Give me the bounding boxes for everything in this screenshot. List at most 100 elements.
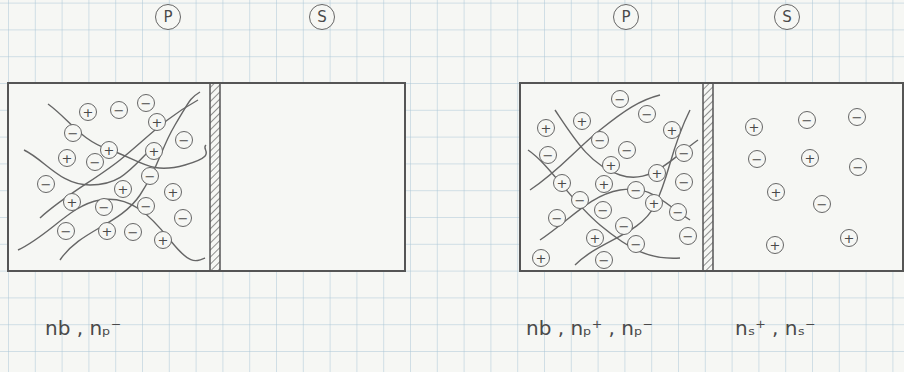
charge-sign: + — [104, 144, 115, 157]
ion-symbol: + — [537, 119, 555, 137]
compartment-letter: P — [621, 10, 630, 25]
compartment-tag: S — [774, 4, 800, 30]
polymer-chain — [60, 92, 200, 260]
compartment-letter: P — [163, 10, 172, 25]
charge-sign: + — [168, 186, 179, 199]
compartment-letter: S — [782, 10, 792, 25]
charge-sign: + — [62, 152, 73, 165]
polymer-chain — [528, 150, 680, 258]
ion-symbol: − — [137, 197, 155, 215]
ion-symbol: − — [675, 144, 693, 162]
ion-symbol: − — [141, 167, 159, 185]
ion-symbol: − — [615, 217, 633, 235]
charge-sign: + — [590, 232, 601, 245]
charge-sign: − — [619, 220, 630, 233]
ion-symbol: − — [611, 90, 629, 108]
ion-symbol: − — [848, 108, 866, 126]
ion-symbol: − — [137, 94, 155, 112]
ion-symbol: + — [595, 175, 613, 193]
charge-sign: − — [90, 156, 101, 169]
concentration-label: nb , nₚ⁺ , nₚ⁻ — [526, 316, 653, 340]
charge-sign: − — [575, 194, 586, 207]
compartment-tag: P — [613, 4, 639, 30]
charge-sign: + — [770, 239, 781, 252]
ion-symbol: − — [595, 251, 613, 269]
charge-sign: + — [67, 196, 78, 209]
charge-sign: − — [543, 149, 554, 162]
ion-symbol: + — [154, 231, 172, 249]
charge-sign: + — [152, 116, 163, 129]
charge-sign: + — [652, 167, 663, 180]
charge-sign: − — [615, 93, 626, 106]
ion-symbol: + — [602, 156, 620, 174]
ion-symbol: + — [114, 180, 132, 198]
right-container — [520, 83, 903, 271]
charge-sign: + — [805, 152, 816, 165]
ion-symbol: − — [37, 175, 55, 193]
polymer-chain — [540, 189, 690, 240]
concentration-label: nₛ⁺ , nₛ⁻ — [735, 316, 815, 340]
charge-sign: − — [853, 161, 864, 174]
charge-sign: + — [158, 234, 169, 247]
ion-symbol: + — [767, 183, 785, 201]
charge-sign: + — [557, 177, 568, 190]
ion-symbol: − — [638, 105, 656, 123]
ion-symbol: − — [627, 235, 645, 253]
charge-sign: − — [752, 153, 763, 166]
ion-symbol: + — [79, 103, 97, 121]
charge-sign: + — [541, 122, 552, 135]
membrane — [210, 83, 220, 271]
ion-symbol: − — [849, 158, 867, 176]
ion-symbol: − — [174, 209, 192, 227]
charge-sign: − — [631, 238, 642, 251]
ion-symbol: − — [675, 173, 693, 191]
ion-symbol: + — [553, 174, 571, 192]
charge-sign: − — [179, 134, 190, 147]
charge-sign: + — [649, 197, 660, 210]
ion-symbol: − — [798, 111, 816, 129]
ion-symbol: + — [145, 142, 163, 160]
charge-sign: − — [552, 212, 563, 225]
charge-sign: − — [852, 111, 863, 124]
left-container — [8, 83, 405, 271]
charge-sign: + — [599, 178, 610, 191]
concentration-label: nb , nₚ⁻ — [45, 316, 121, 340]
ion-symbol: + — [648, 164, 666, 182]
ion-symbol: + — [801, 149, 819, 167]
charge-sign: − — [595, 134, 606, 147]
ion-symbol: + — [663, 121, 681, 139]
ion-symbol: − — [124, 223, 142, 241]
charge-sign: + — [667, 124, 678, 137]
containers — [8, 83, 903, 271]
charge-sign: − — [114, 104, 125, 117]
ion-symbol: + — [63, 193, 81, 211]
membranes — [210, 83, 713, 271]
charge-sign: − — [141, 200, 152, 213]
charge-sign: − — [141, 97, 152, 110]
ion-symbol: − — [813, 195, 831, 213]
ion-symbol: + — [98, 222, 116, 240]
charge-sign: − — [642, 108, 653, 121]
charge-sign: − — [679, 176, 690, 189]
charge-sign: − — [679, 147, 690, 160]
charge-sign: + — [118, 183, 129, 196]
ion-symbol: − — [95, 198, 113, 216]
polymer-chain — [530, 95, 660, 190]
charge-sign: + — [577, 115, 588, 128]
charge-sign: + — [844, 232, 855, 245]
charge-sign: − — [599, 254, 610, 267]
ion-symbol: + — [840, 229, 858, 247]
charge-sign: − — [598, 204, 609, 217]
ion-symbol: − — [591, 131, 609, 149]
polymer-chain — [575, 110, 690, 265]
charge-sign: − — [802, 114, 813, 127]
ion-symbol: + — [573, 112, 591, 130]
charge-sign: − — [68, 127, 79, 140]
charge-sign: − — [145, 170, 156, 183]
compartment-tag: S — [309, 4, 335, 30]
compartment-tag: P — [155, 4, 181, 30]
ion-symbol: + — [148, 113, 166, 131]
charge-sign: + — [749, 121, 760, 134]
